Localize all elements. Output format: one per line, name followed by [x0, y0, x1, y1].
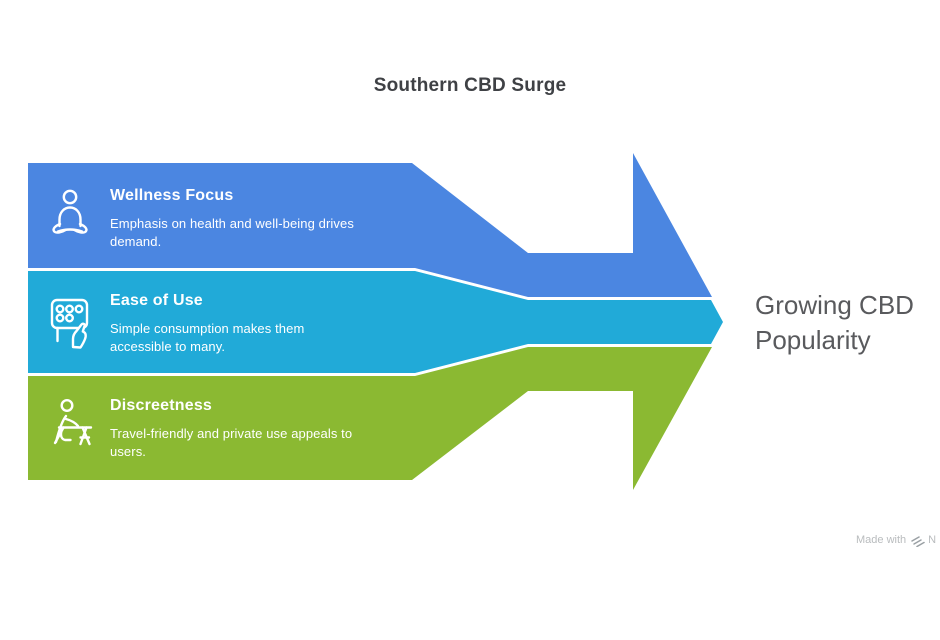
factor-title: Discreetness	[110, 397, 213, 414]
factor-title: Ease of Use	[110, 292, 203, 309]
blister-pack-icon	[50, 298, 89, 349]
factor-discreetness: Discreetness Travel-friendly and private…	[46, 396, 446, 461]
factor-title: Wellness Focus	[110, 187, 234, 204]
meditation-icon	[52, 189, 88, 234]
factor-description: Emphasis on health and well-being drives…	[110, 216, 354, 249]
ease-band-shape	[28, 271, 723, 373]
watermark-text: Made with	[856, 534, 907, 546]
factor-description: Travel-friendly and private use appeals …	[110, 426, 353, 459]
person-at-desk-icon	[53, 398, 93, 446]
factor-wellness: Wellness Focus Emphasis on health and we…	[46, 186, 446, 251]
watermark: Made with N	[856, 533, 936, 547]
wellness-band-shape	[28, 153, 712, 297]
pen-nib-icon	[911, 536, 925, 547]
discreetness-band-shape	[28, 347, 712, 490]
watermark-brand: N	[928, 534, 937, 546]
result-label: Growing CBD Popularity	[755, 290, 914, 355]
factor-description: Simple consumption makes them accessible…	[110, 321, 305, 354]
factor-ease-of-use: Ease of Use Simple consumption makes the…	[46, 291, 446, 356]
page-title: Southern CBD Surge	[373, 75, 567, 96]
